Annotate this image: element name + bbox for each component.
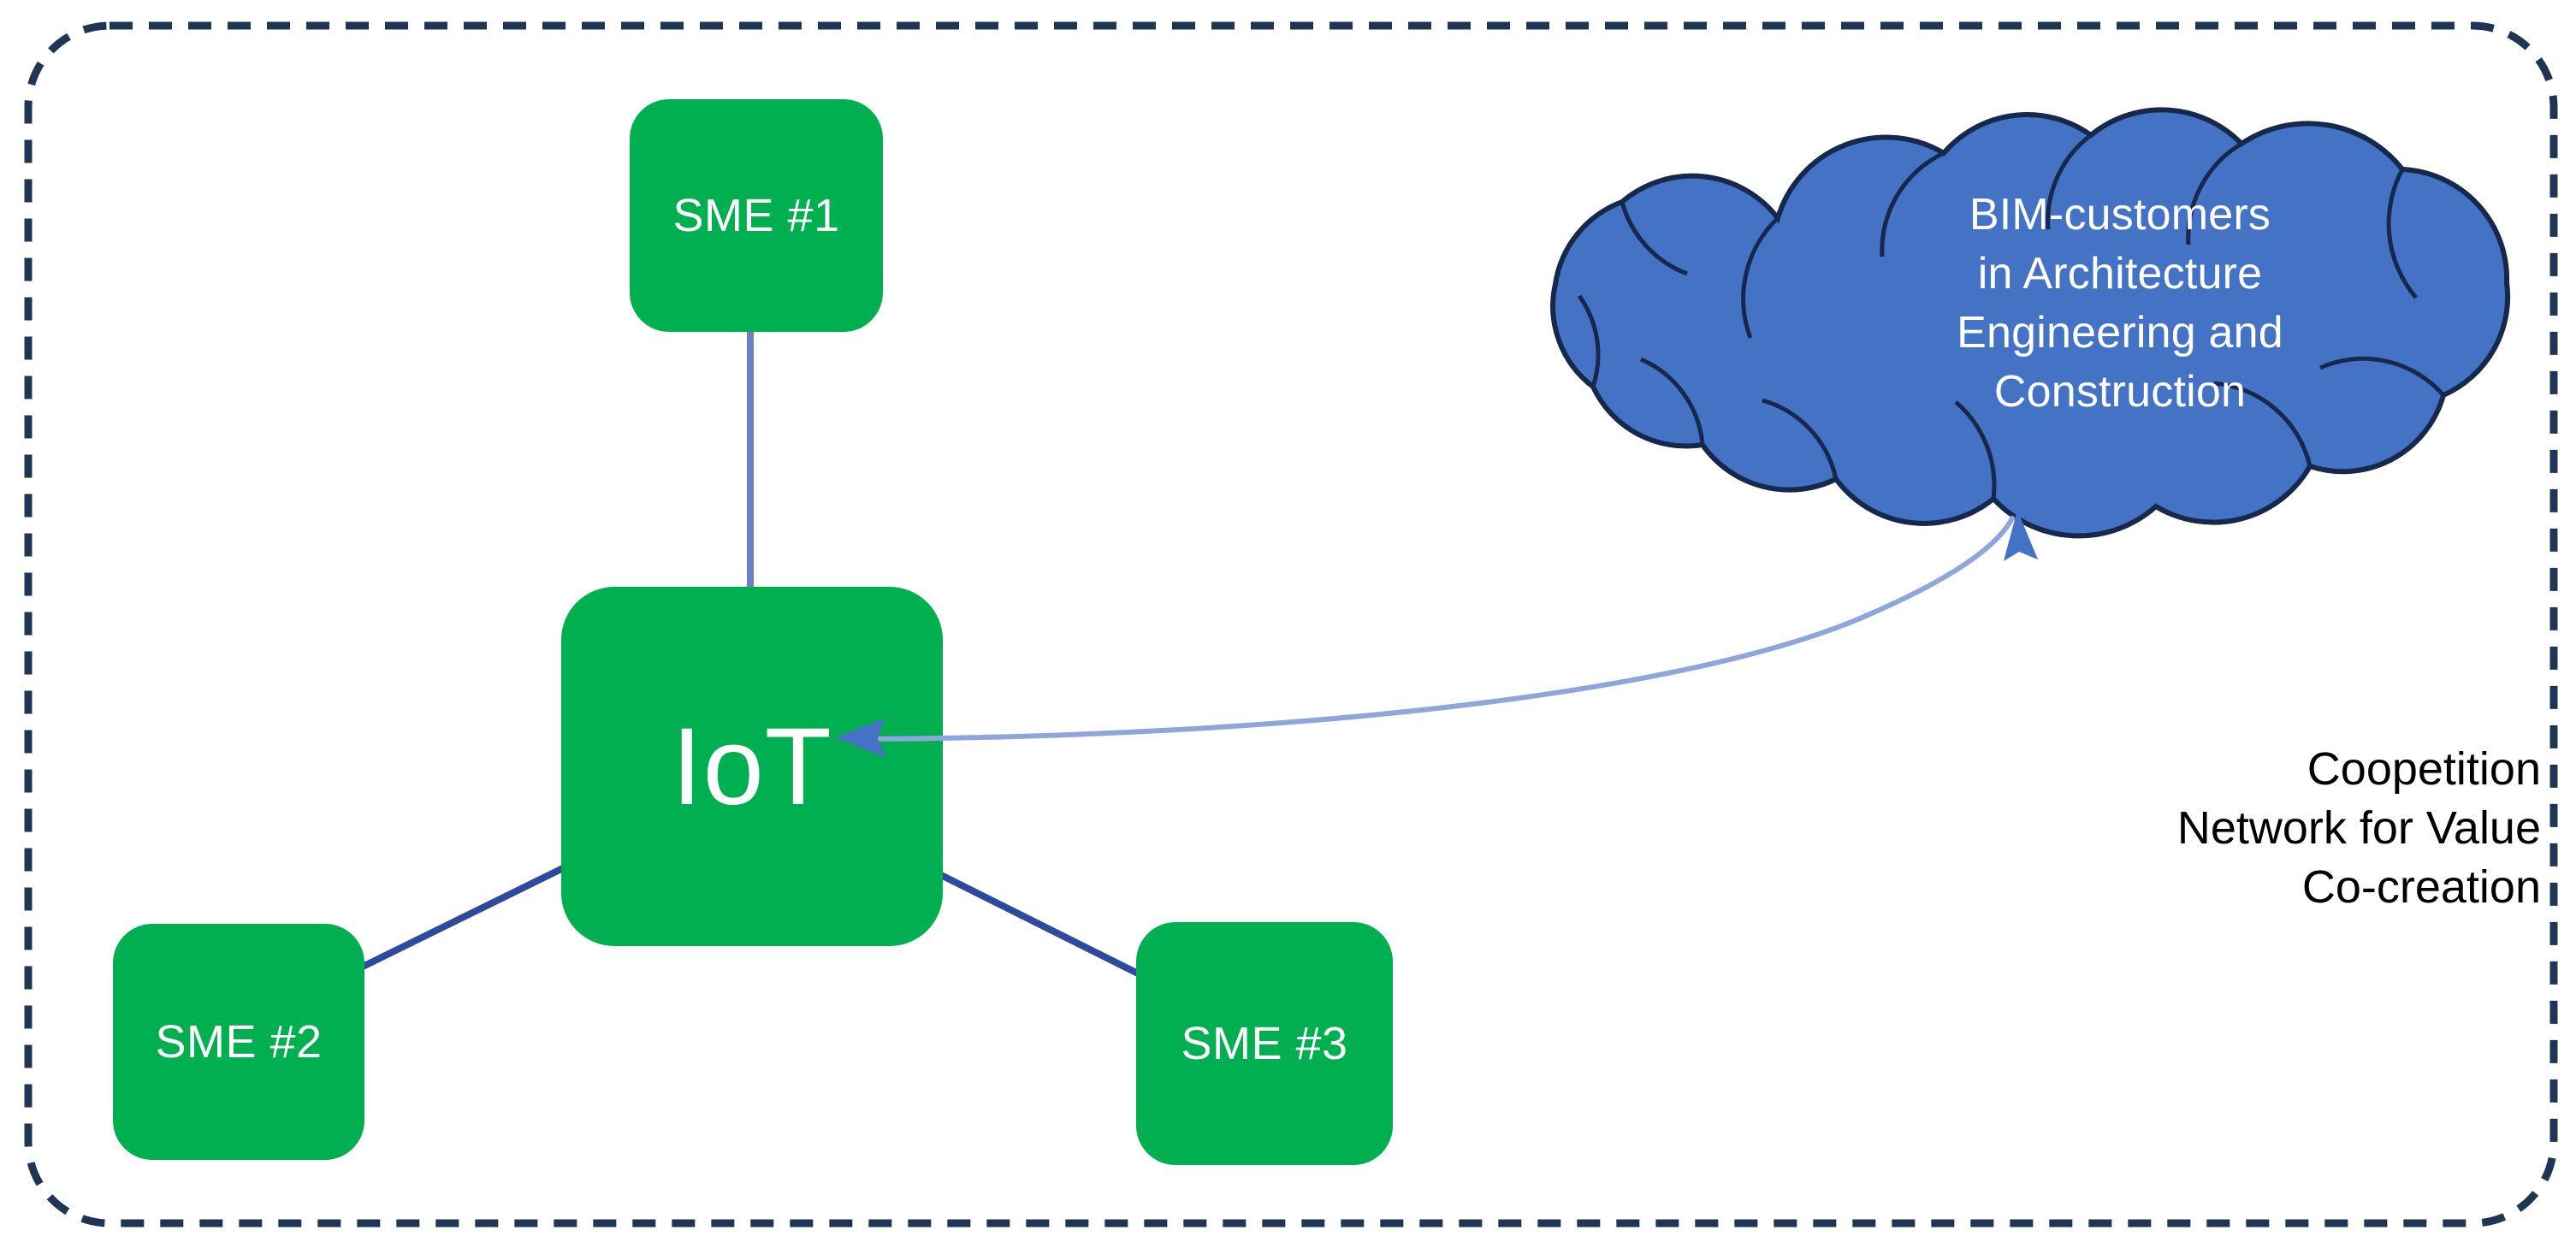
arrowhead-to-cloud: [2004, 510, 2038, 561]
node-iot-hub[interactable]: [561, 587, 943, 946]
coopetition-network-boundary: [24, 21, 2558, 1227]
node-sme-1[interactable]: [630, 99, 883, 332]
node-sme-2[interactable]: [113, 924, 364, 1160]
coopetition-network-caption: Coopetition Network for Value Co-creatio…: [2176, 743, 2541, 914]
node-sme-3[interactable]: [1136, 922, 1393, 1165]
connector-sme3-to-iot: [933, 868, 1140, 977]
arrowhead-to-iot: [835, 719, 886, 758]
connector-sme2-to-iot: [361, 862, 570, 970]
connector-iot-to-bim-customers: [835, 510, 2038, 758]
bim-customers-cloud-shape: [1550, 107, 2511, 539]
